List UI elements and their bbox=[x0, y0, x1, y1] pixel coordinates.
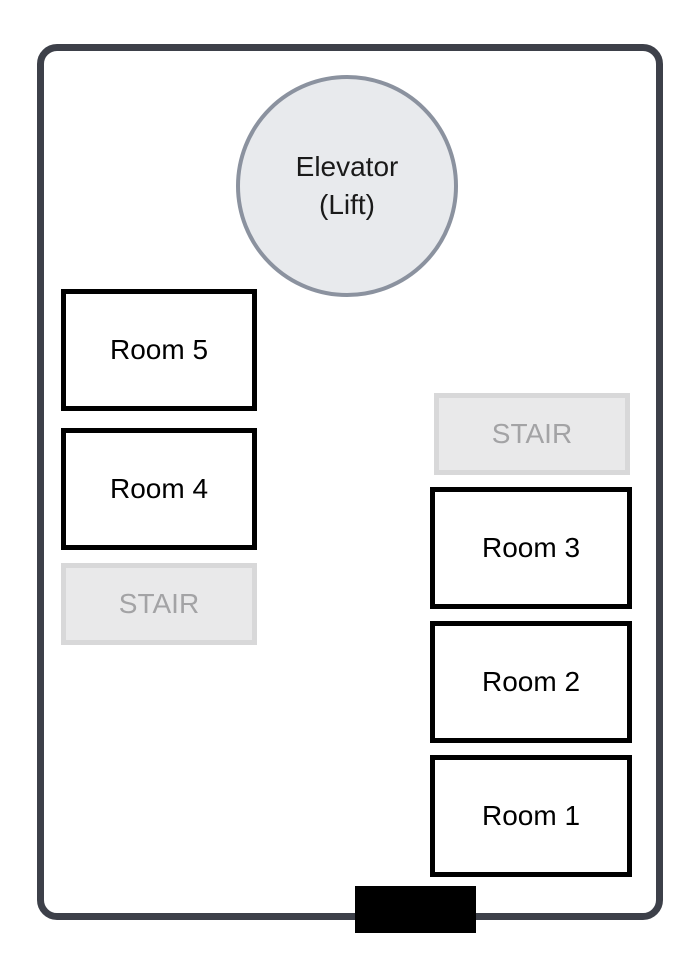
stair-right-label: STAIR bbox=[491, 418, 573, 449]
room-3: Room 3 bbox=[430, 487, 632, 609]
room-1: Room 1 bbox=[430, 755, 632, 877]
entrance-door bbox=[355, 886, 476, 933]
stair-left-label: STAIR bbox=[118, 588, 200, 619]
room-4: Room 4 bbox=[61, 428, 257, 550]
room-4-label: Room 4 bbox=[109, 473, 209, 504]
elevator-lift: Elevator (Lift) bbox=[236, 75, 458, 297]
room-2: Room 2 bbox=[430, 621, 632, 743]
stair-left: STAIR bbox=[61, 563, 257, 645]
room-5: Room 5 bbox=[61, 289, 257, 411]
stair-right: STAIR bbox=[434, 393, 630, 475]
room-3-label: Room 3 bbox=[481, 532, 581, 563]
elevator-sublabel: (Lift) bbox=[319, 189, 375, 220]
room-2-label: Room 2 bbox=[481, 666, 581, 697]
room-1-label: Room 1 bbox=[481, 800, 581, 831]
elevator-label: Elevator bbox=[295, 151, 399, 182]
room-5-label: Room 5 bbox=[109, 334, 209, 365]
